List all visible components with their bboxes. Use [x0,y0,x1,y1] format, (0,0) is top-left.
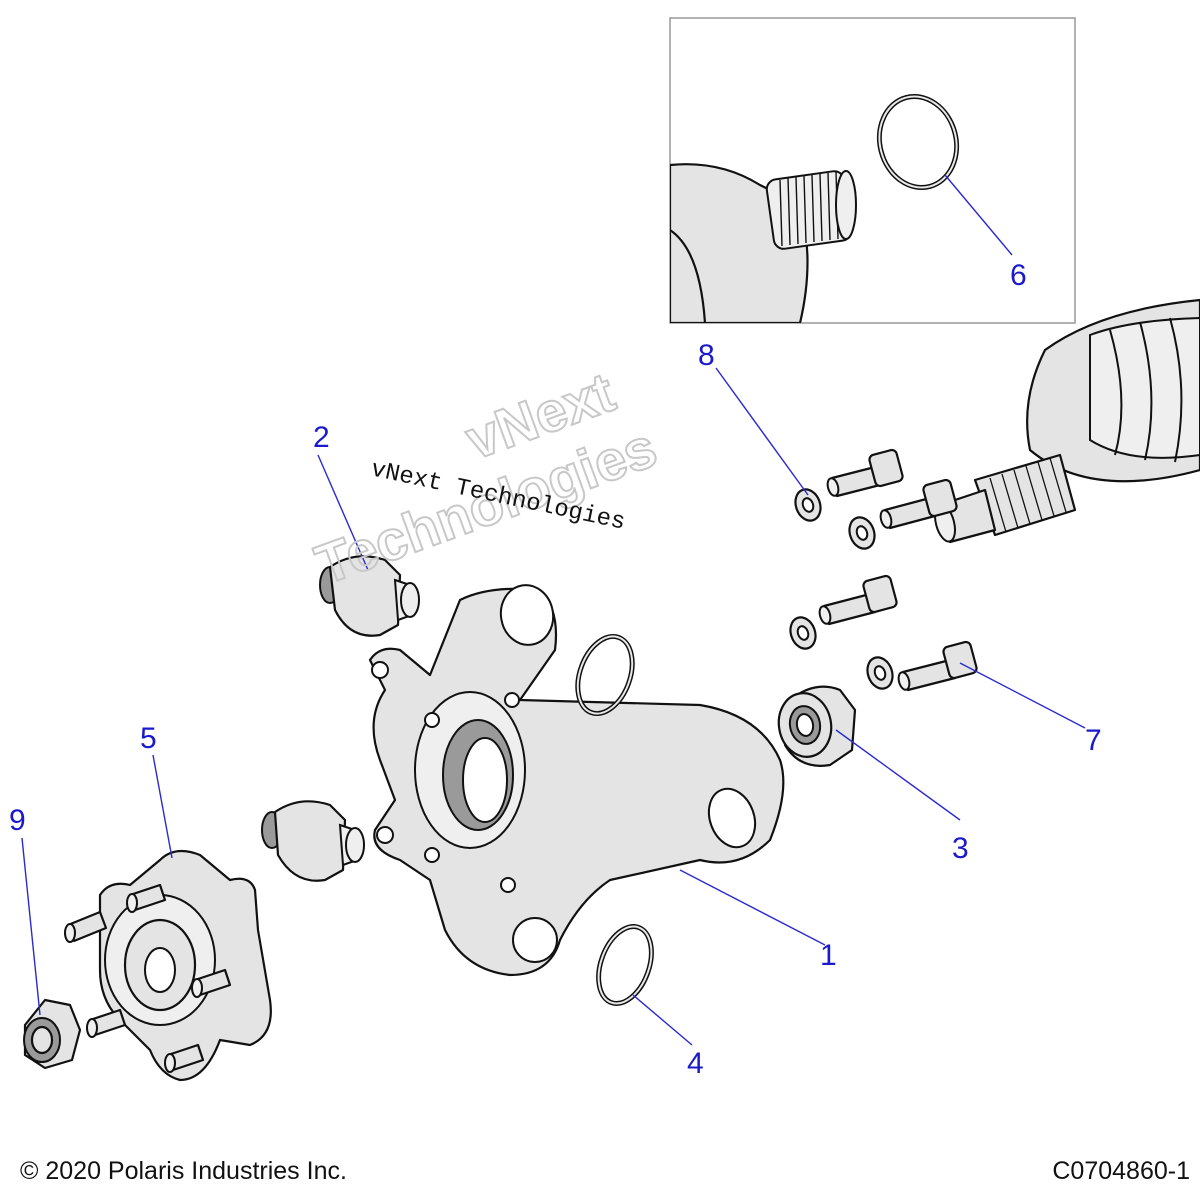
callout-6: 6 [1010,259,1027,292]
callout-4: 4 [687,1047,704,1080]
callout-9: 9 [9,804,26,837]
callout-3: 3 [952,832,969,865]
callout-2: 2 [313,421,330,454]
axle-cv-boot [934,298,1200,544]
bushing-lower [261,800,365,882]
bolts-7 [818,448,978,692]
inset-detail-box [669,17,1076,324]
bolt [879,478,958,530]
axle-end-detail [670,163,857,323]
watermark: vNext Technologies vNext Technologies [307,359,666,597]
bushing-2 [319,555,420,637]
callout-numbers: 1 2 3 4 5 6 7 8 9 [9,259,1102,1080]
hub-5 [64,849,272,1082]
o-ring-6 [876,93,960,191]
nut-9 [23,998,82,1070]
bushing-3 [777,685,857,767]
snap-ring-4 [596,924,654,1006]
callout-5: 5 [140,722,157,755]
bolt [897,640,978,692]
figure-id: C0704860-1 [1052,1157,1190,1185]
washers-8 [789,488,894,690]
bolt [826,448,904,498]
leader-lines [21,174,1086,1046]
bolt [818,574,898,626]
callout-7: 7 [1085,724,1102,757]
copyright-notice: © 2020 Polaris Industries Inc. [20,1157,347,1185]
wheel-studs [64,883,232,1073]
knuckle-1 [368,584,785,977]
callout-8: 8 [698,339,715,372]
callout-1: 1 [820,939,837,972]
snap-ring-upper [575,633,635,717]
